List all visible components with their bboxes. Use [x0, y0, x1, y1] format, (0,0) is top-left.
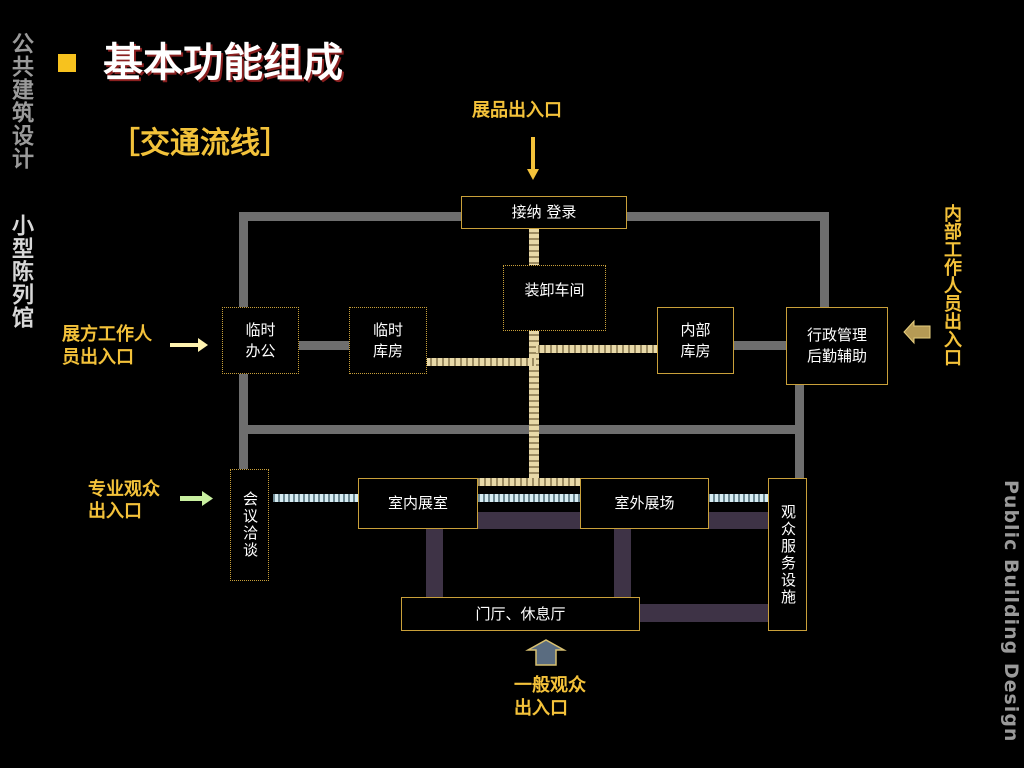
sidebar-topic: 小型陈列馆: [8, 214, 33, 329]
watermark-text: Public Building Design: [1000, 480, 1022, 743]
general-visitor-entrance-label-line1: 一般观众: [514, 675, 586, 696]
room-temp-storage-line1: 临时: [372, 320, 403, 339]
exhibit-entrance-arrow-icon: [527, 137, 539, 180]
exhibitor-entrance-label-line2: 员出入口: [62, 347, 134, 368]
pro-visitor-arrow-icon: [180, 491, 213, 506]
room-admin-line2: 后勤辅助: [806, 347, 867, 365]
staff-flow-path: [239, 212, 829, 478]
room-admin: 行政管理 后勤辅助: [786, 307, 888, 385]
room-temp-office-line1: 临时: [245, 320, 276, 339]
pro-visitor-entrance-label-line1: 专业观众: [88, 479, 160, 500]
room-internal-storage: 内部 库房: [657, 307, 734, 374]
room-admin-line1: 行政管理: [806, 326, 867, 344]
room-meeting: 会议洽谈: [230, 469, 269, 581]
pro-visitor-flow-path: [273, 494, 768, 502]
room-internal-storage-line1: 内部: [680, 320, 711, 339]
sidebar-category: 公共建筑设计: [8, 32, 33, 170]
title-bullet-icon: [58, 54, 76, 72]
exhibit-entrance-label: 展品出入口: [472, 100, 562, 121]
general-visitor-arrow-icon: [525, 639, 567, 666]
room-lobby: 门厅、休息厅: [401, 597, 640, 631]
exhibitor-entrance-arrow-icon: [170, 338, 208, 352]
room-loading: 装卸车间: [503, 265, 606, 331]
room-temp-office-line2: 办公: [245, 341, 276, 360]
page-subtitle: ［交通流线］: [110, 126, 290, 161]
room-temp-storage: 临时 库房: [349, 307, 427, 374]
room-internal-storage-line2: 库房: [680, 341, 711, 360]
room-reception: 接纳 登录: [461, 196, 627, 229]
room-temp-office: 临时 办公: [222, 307, 299, 374]
staff-entrance-arrow-icon: [903, 319, 931, 345]
general-visitor-flow-path: [426, 512, 768, 622]
staff-entrance-label: 内部工作人员出入口: [941, 204, 962, 366]
room-indoor-hall: 室内展室: [358, 478, 478, 529]
room-temp-storage-line2: 库房: [372, 341, 403, 360]
pro-visitor-entrance-label-line2: 出入口: [88, 501, 142, 522]
page-title: 基本功能组成: [103, 40, 343, 86]
room-outdoor-hall: 室外展场: [580, 478, 709, 529]
exhibitor-entrance-label-line1: 展方工作人: [62, 324, 152, 345]
general-visitor-entrance-label-line2: 出入口: [514, 698, 568, 719]
room-visitor-service: 观众服务设施: [768, 478, 807, 631]
exhibit-flow-path: [426, 229, 657, 486]
